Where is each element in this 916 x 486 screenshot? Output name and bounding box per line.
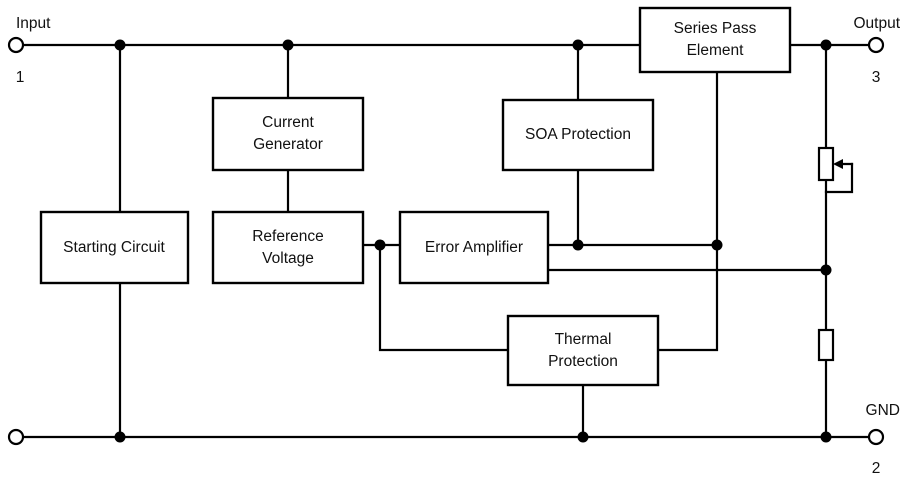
block-thermal-protection[interactable]: Thermal Protection [506, 314, 660, 387]
gnd-terminal-right[interactable] [867, 428, 885, 446]
wire-layer [22, 43, 870, 439]
gnd-terminal-left[interactable] [7, 428, 25, 446]
wire-reference-node-to-thermal [378, 243, 510, 352]
block-error-amplifier[interactable]: Error Amplifier [398, 210, 550, 285]
junction-dot-pass-control [711, 239, 723, 251]
current-generator-box[interactable] [211, 96, 365, 172]
junction-dot-layer [114, 39, 832, 443]
component-lower-divider-resistor[interactable] [817, 328, 835, 362]
starting-circuit-label-line1: Starting Circuit [63, 239, 165, 256]
series-pass-element-label-line2: Element [687, 42, 745, 59]
junction-dot-divider-tap [820, 264, 832, 276]
junction-dot-gnd-thermal [577, 431, 589, 443]
reference-voltage-label-line2: Voltage [262, 250, 314, 267]
output-terminal[interactable] [867, 36, 885, 54]
block-starting-circuit[interactable]: Starting Circuit [39, 210, 190, 285]
wiper-arrow-icon [833, 159, 843, 169]
soa-protection-box[interactable] [501, 98, 655, 172]
block-soa-protection[interactable]: SOA Protection [501, 98, 655, 172]
junction-dot-input-soa [572, 39, 584, 51]
junction-dot-soa-feedback [572, 239, 584, 251]
gnd-pin-number: 2 [872, 460, 881, 477]
label-layer: Input 1 Output 3 GND 2 [16, 15, 901, 477]
thermal-protection-label-line2: Protection [548, 353, 618, 370]
series-pass-element-box[interactable] [638, 6, 792, 74]
junction-dot-output [820, 39, 832, 51]
terminal-layer[interactable] [7, 36, 885, 446]
junction-dot-gnd-divider [820, 431, 832, 443]
upper-divider-resistor-body[interactable] [817, 146, 835, 182]
junction-dot-input-current-gen [282, 39, 294, 51]
wire-pot-wiper [824, 162, 854, 194]
output-pin-number: 3 [872, 69, 881, 86]
input-terminal[interactable] [7, 36, 25, 54]
wire-pass-element-control-vertical [656, 70, 719, 352]
junction-dot-gnd-starting [114, 431, 126, 443]
input-pin-number: 1 [16, 69, 25, 86]
block-reference-voltage[interactable]: Reference Voltage [211, 210, 365, 285]
junction-dot-reference-out [374, 239, 386, 251]
component-potentiometer[interactable] [817, 146, 854, 182]
series-pass-element-label-line1: Series Pass [674, 20, 757, 37]
reference-voltage-label-line1: Reference [252, 228, 324, 245]
output-label: Output [853, 15, 900, 32]
junction-dot-input-starting [114, 39, 126, 51]
soa-protection-label-line1: SOA Protection [525, 126, 631, 143]
current-generator-label-line1: Current [262, 114, 314, 131]
error-amplifier-label-line1: Error Amplifier [425, 239, 523, 256]
input-label: Input [16, 15, 51, 32]
thermal-protection-box[interactable] [506, 314, 660, 387]
block-series-pass-element[interactable]: Series Pass Element [638, 6, 792, 74]
block-current-generator[interactable]: Current Generator [211, 96, 365, 172]
error-amplifier-box[interactable] [398, 210, 550, 285]
lower-divider-resistor-body[interactable] [817, 328, 835, 362]
thermal-protection-label-line1: Thermal [555, 331, 612, 348]
starting-circuit-box[interactable] [39, 210, 190, 285]
gnd-label: GND [866, 402, 900, 419]
reference-voltage-box[interactable] [211, 210, 365, 285]
current-generator-label-line2: Generator [253, 136, 323, 153]
